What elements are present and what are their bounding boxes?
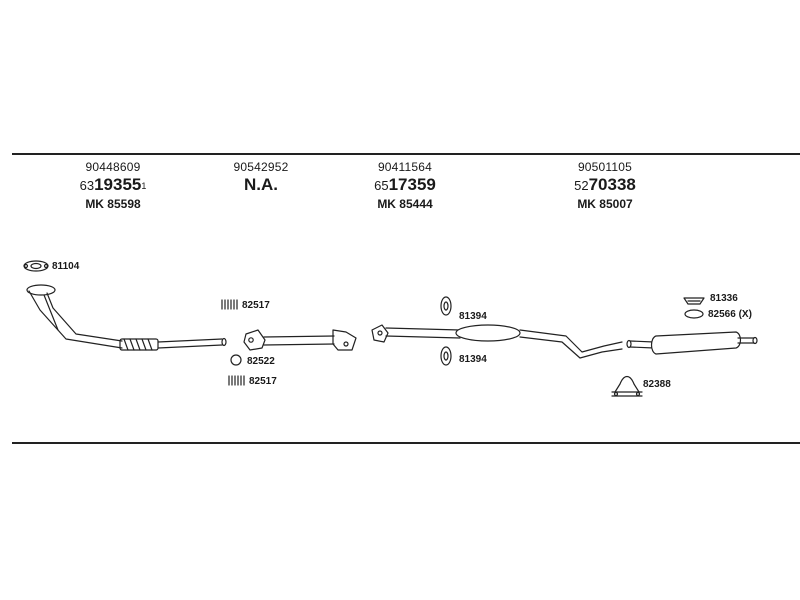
- intermediate-pipe-icon: [243, 329, 357, 351]
- spring-icon: [221, 299, 238, 310]
- label-gasket-front: 81104: [52, 261, 80, 272]
- part-group-intermediate-pipe: 90542952 N.A.: [196, 160, 326, 197]
- mk-number: MK 85598: [85, 197, 141, 211]
- label-rubber-bottom: 81394: [459, 354, 487, 365]
- hanger-icon: [683, 297, 705, 305]
- clamp-icon: [611, 375, 643, 397]
- bottom-divider: [12, 442, 800, 444]
- gasket-icon: [23, 260, 49, 272]
- rubber-mount-icon: [440, 346, 452, 366]
- part-number: 63193551: [79, 175, 147, 194]
- label-rubber-top: 81394: [459, 311, 487, 322]
- rubber-mount-icon: [440, 296, 452, 316]
- front-pipe-icon: [26, 284, 227, 351]
- spring-icon: [228, 375, 245, 386]
- part-group-middle-silencer: 90411564 6517359 MK 85444: [340, 160, 470, 211]
- part-group-front-pipe: 90448609 63193551 MK 85598: [48, 160, 178, 211]
- middle-silencer-icon: [371, 324, 623, 359]
- oem-number: 90542952: [233, 160, 289, 174]
- label-hanger-rear: 81336: [710, 293, 738, 304]
- rear-silencer-icon: [626, 331, 758, 355]
- label-spring-top: 82517: [242, 300, 270, 311]
- oem-number: 90448609: [85, 160, 141, 174]
- top-divider: [12, 153, 800, 155]
- part-number: N.A.: [244, 175, 278, 194]
- label-ring-rear: 82566 (X): [708, 309, 752, 320]
- part-group-rear-silencer: 90501105 5270338 MK 85007: [540, 160, 670, 211]
- label-ring-mid: 82522: [247, 356, 275, 367]
- ring-icon: [684, 309, 704, 319]
- label-clamp-rear: 82388: [643, 379, 671, 390]
- label-spring-bottom: 82517: [249, 376, 277, 387]
- mk-number: MK 85007: [577, 197, 633, 211]
- mk-number: MK 85444: [377, 197, 433, 211]
- part-number: 5270338: [574, 175, 636, 194]
- oem-number: 90501105: [577, 160, 633, 174]
- oem-number: 90411564: [377, 160, 433, 174]
- part-number: 6517359: [374, 175, 436, 194]
- ring-icon: [230, 354, 242, 366]
